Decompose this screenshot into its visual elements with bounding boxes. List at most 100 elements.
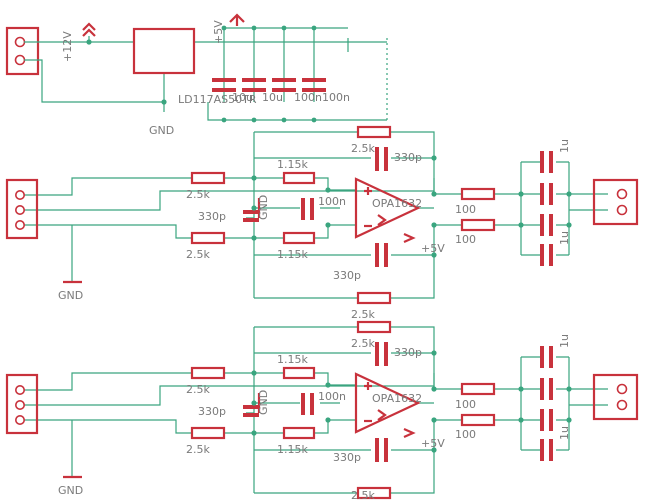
vcc-12v-arrow-icon	[82, 22, 96, 37]
resistor-mid-top-value: 1.15k	[277, 158, 308, 171]
capacitor-feedback-top[interactable]	[375, 147, 388, 171]
capacitor-output-top-value: 1u	[558, 334, 571, 348]
opamp[interactable]	[354, 177, 421, 244]
resistor-output-bottom[interactable]	[460, 218, 496, 232]
net-label-5v: +5V	[212, 20, 225, 44]
resistor-input-top[interactable]	[190, 171, 226, 185]
opamp-vcc-label: +5V	[421, 437, 445, 450]
resistor-feedback-top[interactable]	[356, 320, 392, 334]
power-cap-value: 100n	[322, 91, 350, 104]
resistor-feedback-bottom-value: 2.5k	[351, 489, 375, 502]
capacitor-output[interactable]	[540, 378, 553, 400]
resistor-input-bottom-value: 2.5k	[186, 248, 210, 261]
capacitor-output[interactable]	[540, 409, 553, 431]
output-connector-pin[interactable]	[616, 383, 628, 395]
capacitor-output[interactable]	[540, 214, 553, 236]
amplifier-stage-1: GND 2.5k 2.5k 1.15k 1.15k 2.5k 2.5k 330p…	[5, 125, 639, 321]
resistor-mid-bottom-value: 1.15k	[277, 443, 308, 456]
resistor-output-top-value: 100	[455, 203, 476, 216]
gnd-label: GND	[58, 484, 83, 497]
opamp[interactable]	[354, 372, 421, 439]
resistor-mid-bottom[interactable]	[282, 426, 316, 440]
resistor-output-top[interactable]	[460, 187, 496, 201]
capacitor-bypass[interactable]	[301, 198, 314, 220]
capacitor-output[interactable]	[540, 244, 553, 266]
resistor-input-bottom[interactable]	[190, 426, 226, 440]
output-connector-pin[interactable]	[616, 399, 628, 411]
power-cap[interactable]	[272, 78, 296, 92]
resistor-mid-top-value: 1.15k	[277, 353, 308, 366]
resistor-output-bottom-value: 100	[455, 233, 476, 246]
capacitor-bypass-value: 100n	[318, 390, 346, 403]
capacitor-shunt-gnd-label: GND	[257, 195, 270, 220]
capacitor-feedback-bottom[interactable]	[375, 243, 388, 267]
capacitor-shunt-value: 330p	[198, 405, 226, 418]
resistor-feedback-bottom-value: 2.5k	[351, 308, 375, 321]
power-connector-pin[interactable]	[14, 36, 26, 48]
resistor-output-top-value: 100	[455, 398, 476, 411]
power-cap[interactable]	[212, 78, 236, 92]
input-connector-pin[interactable]	[15, 385, 25, 396]
input-connector-pin[interactable]	[15, 220, 25, 231]
power-cap-value: 100n	[294, 91, 322, 104]
capacitor-output[interactable]	[540, 183, 553, 205]
output-connector-pin[interactable]	[616, 204, 628, 216]
capacitor-feedback-bottom-value: 330p	[333, 451, 361, 464]
resistor-output-bottom[interactable]	[460, 413, 496, 427]
net-label-12v: +12V	[61, 31, 74, 62]
resistor-feedback-top[interactable]	[356, 125, 392, 139]
resistor-mid-bottom-value: 1.15k	[277, 248, 308, 261]
gnd-label: GND	[58, 289, 83, 302]
capacitor-feedback-bottom-value: 330p	[333, 269, 361, 282]
output-connector[interactable]	[592, 178, 639, 226]
capacitor-output[interactable]	[540, 151, 553, 173]
input-connector[interactable]	[5, 373, 39, 435]
input-connector-pin[interactable]	[15, 400, 25, 411]
power-cap-value: 10u	[232, 91, 253, 104]
resistor-mid-top[interactable]	[282, 171, 316, 185]
resistor-mid-top[interactable]	[282, 366, 316, 380]
opamp-vcc-label: +5V	[421, 242, 445, 255]
capacitor-shunt[interactable]	[243, 405, 259, 417]
resistor-mid-bottom[interactable]	[282, 231, 316, 245]
resistor-feedback-top-value: 2.5k	[351, 142, 375, 155]
power-cap[interactable]	[302, 78, 326, 92]
capacitor-shunt-value: 330p	[198, 210, 226, 223]
resistor-input-top-value: 2.5k	[186, 188, 210, 201]
output-connector[interactable]	[592, 373, 639, 421]
opamp-part-label: OPA1632	[372, 392, 422, 405]
resistor-output-bottom-value: 100	[455, 428, 476, 441]
resistor-feedback-bottom[interactable]	[356, 291, 392, 305]
resistor-input-bottom[interactable]	[190, 231, 226, 245]
power-connector-pin[interactable]	[14, 54, 26, 66]
opamp-part-label: OPA1632	[372, 197, 422, 210]
power-cap[interactable]	[242, 78, 266, 92]
capacitor-feedback-top[interactable]	[375, 342, 388, 366]
resistor-feedback-bottom[interactable]	[356, 486, 392, 500]
resistor-output-top[interactable]	[460, 382, 496, 396]
capacitor-output[interactable]	[540, 346, 553, 368]
capacitor-feedback-bottom[interactable]	[375, 438, 388, 462]
power-connector[interactable]	[5, 26, 40, 76]
resistor-input-top[interactable]	[190, 366, 226, 380]
capacitor-bypass[interactable]	[301, 393, 314, 415]
capacitor-feedback-top-value: 330p	[394, 346, 422, 359]
resistor-input-top-value: 2.5k	[186, 383, 210, 396]
input-connector-pin[interactable]	[15, 190, 25, 201]
regulator-part-label: LD117AS50TR	[178, 93, 257, 106]
capacitor-shunt[interactable]	[243, 210, 259, 222]
output-connector-pin[interactable]	[616, 188, 628, 200]
capacitor-shunt-gnd-label: GND	[257, 390, 270, 415]
input-connector-pin[interactable]	[15, 415, 25, 426]
voltage-regulator[interactable]	[132, 27, 196, 75]
input-connector[interactable]	[5, 178, 39, 240]
resistor-input-bottom-value: 2.5k	[186, 443, 210, 456]
capacitor-output-bottom-value: 1u	[558, 231, 571, 245]
capacitor-output[interactable]	[540, 439, 553, 461]
input-connector-pin[interactable]	[15, 205, 25, 216]
junction-dots	[251, 350, 572, 453]
amplifier-stage-2: GND 2.5k 2.5k 1.15k 1.15k 2.5k 2.5k 330p…	[5, 320, 639, 502]
resistor-feedback-top-value: 2.5k	[351, 337, 375, 350]
power-section: +12V GND LD117AS50TR +5V 10u 10u 100n 10…	[5, 13, 388, 137]
